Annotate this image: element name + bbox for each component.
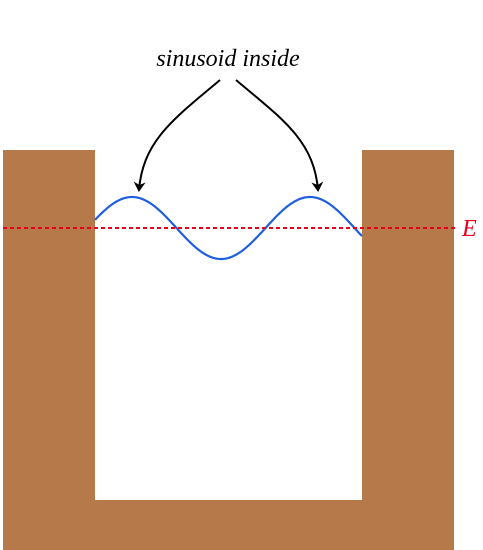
annotation-arrow-left (133, 79, 221, 192)
annotation-arrow-right (235, 79, 324, 192)
annotation-label: sinusoid inside (156, 46, 300, 72)
sinusoid-wave (94, 195, 363, 261)
well-walls (3, 150, 454, 550)
energy-level-label: E (461, 216, 477, 242)
